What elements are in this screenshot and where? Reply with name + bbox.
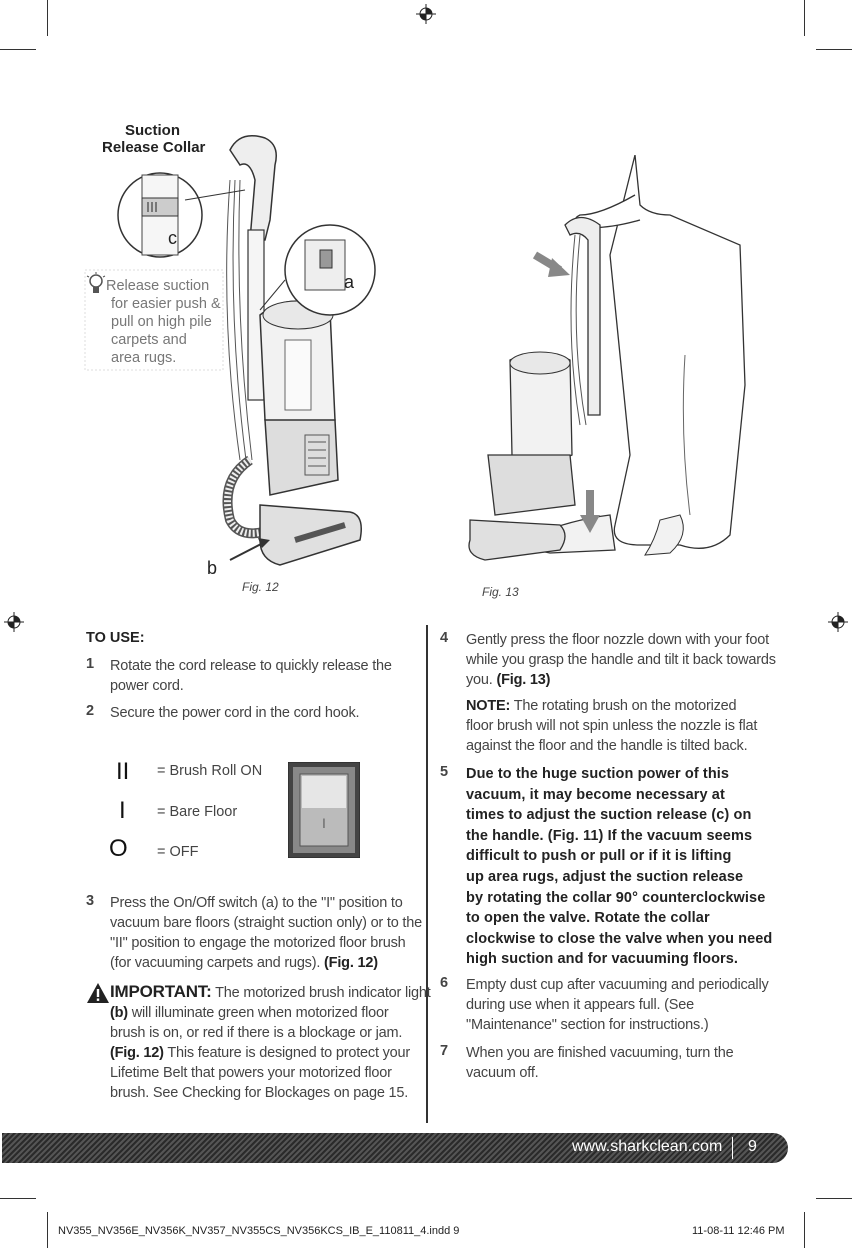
figure-reference: (Fig. 12) [324, 955, 378, 971]
text-line: Gently press the floor nozzle down with … [466, 632, 769, 648]
crop-mark [47, 0, 48, 36]
svg-text:I: I [322, 815, 326, 831]
registration-mark-icon [828, 612, 848, 632]
tip-line: for easier push & [111, 296, 221, 312]
rocker-switch-icon: I [288, 762, 360, 858]
step-number: 6 [440, 975, 449, 991]
step-3-text: Press the On/Off switch (a) to the "I" p… [110, 893, 422, 973]
text-line: Empty dust cup after vacuuming and perio… [466, 977, 769, 993]
fig13-illustration [468, 155, 746, 561]
fig12-caption: Fig. 12 [242, 580, 279, 594]
text-line: "Maintenance" section for instructions.) [466, 1017, 709, 1033]
tip-line: carpets and [111, 332, 187, 348]
callout-title-line2: Release Collar [102, 139, 206, 156]
text-line: Due to the huge suction power of this [466, 766, 730, 782]
label-a: a [344, 272, 355, 292]
step-1-text: Rotate the cord release to quickly relea… [110, 656, 392, 696]
important-block: IMPORTANT: The motorized brush indicator… [110, 982, 431, 1103]
figure-reference: (Fig. 13) [496, 672, 551, 688]
text-line: (Fig. 12) [110, 1045, 164, 1061]
text-line: during use when it appears full. (See [466, 997, 694, 1013]
step-number: 5 [440, 764, 449, 780]
step-2-text: Secure the power cord in the cord hook. [110, 705, 360, 721]
text-line: brush is on, or red if there is a blocka… [110, 1025, 403, 1041]
text-line: Lifetime Belt that powers your motorized… [110, 1065, 392, 1081]
crop-mark [0, 1198, 36, 1199]
step-4-text: Gently press the floor nozzle down with … [466, 630, 776, 690]
registration-mark-icon [4, 612, 24, 632]
fig12-illustration [84, 135, 376, 566]
step-5-text: Due to the huge suction power of this va… [466, 764, 772, 970]
symbol-off: O [109, 835, 128, 862]
text-line: power cord. [110, 678, 184, 694]
tip-line: pull on high pile [111, 314, 212, 330]
label-b: b [207, 558, 218, 578]
text-line: will illuminate green when motorized flo… [127, 1005, 389, 1021]
text-line: vacuum bare floors (straight suction onl… [110, 915, 422, 931]
text-line: This feature is designed to protect your [163, 1045, 411, 1061]
symbol-brush-roll-on: II [116, 758, 130, 785]
text-line: to open the valve. Rotate the collar [466, 910, 710, 927]
crop-mark [816, 49, 852, 50]
legend-bare-floor: = Bare Floor [157, 804, 238, 820]
footer-bar [2, 1133, 788, 1163]
note-block: NOTE: The rotating brush on the motorize… [466, 696, 757, 756]
label-c: c [168, 228, 177, 248]
crop-mark [804, 0, 805, 36]
slug-date: 11-08-11 12:46 PM [692, 1225, 785, 1237]
crop-mark [0, 49, 36, 50]
text-line: The motorized brush indicator light [215, 985, 431, 1001]
text-line: high suction and for vacuuming floors. [466, 951, 739, 968]
text-line: the handle. (Fig. 11) If the vacuum seem… [466, 827, 753, 844]
text-line: (for vacuuming carpets and rugs). [110, 955, 321, 971]
tip-line: area rugs. [111, 350, 177, 366]
text-line: brush. See Checking for Blockages on pag… [110, 1085, 409, 1101]
text-line: clockwise to close the valve when you ne… [466, 930, 773, 947]
step-number: 2 [86, 703, 95, 719]
step-7-text: When you are finished vacuuming, turn th… [466, 1043, 734, 1083]
step-number: 1 [86, 656, 95, 672]
text-line: Press the On/Off switch (a) to the "I" p… [110, 895, 403, 911]
text-line: (b) [110, 1005, 128, 1021]
text-line: up area rugs, adjust the suction release [466, 868, 744, 885]
section-heading: TO USE: [86, 630, 145, 646]
warning-icon [87, 983, 109, 1003]
page-number: 9 [748, 1138, 757, 1155]
text-line: vacuum off. [466, 1065, 539, 1081]
tip-line: Release suction [106, 278, 210, 294]
text-line: "II" position to engage the motorized fl… [110, 935, 406, 951]
text-line: Rotate the cord release to quickly relea… [110, 658, 392, 674]
text-line: by rotating the collar 90° counterclockw… [466, 889, 766, 906]
text-line: floor brush will not spin unless the noz… [466, 718, 758, 734]
text-line: vacuum, it may become necessary at [466, 786, 725, 803]
step-number: 4 [440, 630, 449, 646]
legend-brush-roll-on: = Brush Roll ON [157, 763, 263, 779]
fig13-caption: Fig. 13 [482, 585, 519, 599]
step-number: 7 [440, 1043, 449, 1059]
tip-lightbulb-icon [86, 272, 106, 293]
slug-filename: NV355_NV356E_NV356K_NV357_NV355CS_NV356K… [58, 1225, 460, 1237]
footer-url[interactable]: www.sharkclean.com [572, 1138, 723, 1155]
note-label: NOTE: [466, 698, 511, 714]
crop-mark [816, 1198, 852, 1199]
text-line: you. [466, 672, 493, 688]
crop-mark [804, 1212, 805, 1248]
legend-off: = OFF [157, 844, 199, 860]
important-label: IMPORTANT: [110, 982, 212, 1001]
step-6-text: Empty dust cup after vacuuming and perio… [466, 975, 769, 1035]
step-number: 3 [86, 893, 95, 909]
text-line: The rotating brush on the motorized [513, 698, 737, 714]
text-line: times to adjust the suction release (c) … [466, 807, 752, 824]
text-line: difficult to push or pull or if it is li… [466, 848, 732, 865]
symbol-bare-floor: I [119, 797, 126, 824]
text-line: against the floor and the handle is tilt… [466, 738, 748, 754]
text-line: When you are finished vacuuming, turn th… [466, 1045, 734, 1061]
registration-mark-icon [416, 4, 436, 24]
callout-title-line1: Suction [125, 122, 180, 139]
text-line: while you grasp the handle and tilt it b… [466, 652, 776, 668]
column-divider [426, 625, 428, 1123]
footer-divider [732, 1137, 733, 1159]
crop-mark [47, 1212, 48, 1248]
